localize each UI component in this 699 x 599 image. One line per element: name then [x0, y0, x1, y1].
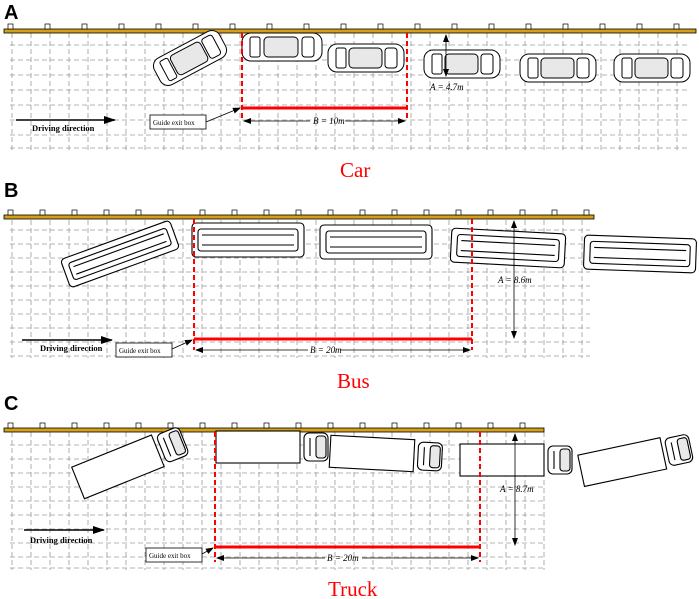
bus-vehicle [449, 227, 567, 269]
panel-c-guide-box [214, 432, 481, 562]
panel-b-dim-a: A = 8.6m [497, 220, 532, 339]
panel-c-grid-v [11, 432, 545, 570]
bus-vehicle [583, 234, 697, 274]
panel-b-letter: B [4, 180, 18, 202]
panel-c-guide-label: Guide exit box [145, 547, 214, 563]
truck-vehicle [577, 434, 694, 488]
panel-b-guide-text: Guide exit box [119, 347, 161, 355]
panel-c-dim-a: A = 8.7m [499, 433, 534, 546]
panel-c-trucks [70, 427, 694, 500]
panel-a-guide-box [241, 33, 408, 120]
panel-c-caption: Truck [328, 577, 378, 599]
panel-c-dim-a-label: A = 8.7m [499, 484, 534, 494]
panel-b-buses [60, 220, 697, 288]
panel-b-guide-box [193, 219, 473, 350]
bus-vehicle [60, 220, 180, 288]
panel-b-driving-direction: Driving direction [22, 336, 113, 353]
panel-a-dim-b: B = 10m [243, 116, 406, 126]
panel-a-guide-label: Guide exit box [149, 107, 241, 130]
panel-a-dim-a: A = 4.7m [429, 34, 464, 92]
panel-b-grid-v [11, 220, 583, 358]
panel-a-driving-direction: Driving direction [16, 116, 116, 133]
truck-vehicle [459, 443, 573, 477]
panel-c-guide-text: Guide exit box [149, 552, 191, 560]
panel-b-dim-a-label: A = 8.6m [497, 275, 532, 285]
bus-vehicle [191, 222, 305, 258]
panel-a-letter: A [4, 2, 18, 24]
panel-a-dim-a-label: A = 4.7m [429, 82, 464, 92]
panel-b-caption: Bus [337, 369, 370, 393]
car-vehicle [241, 32, 323, 62]
panel-b-driving-text: Driving direction [40, 343, 103, 353]
car-vehicle [327, 43, 405, 73]
panel-a-guide-text: Guide exit box [153, 119, 195, 127]
panel-c-dim-b-label: B = 20m [327, 553, 359, 563]
truck-vehicle [215, 430, 329, 464]
panel-a-driving-text: Driving direction [32, 123, 95, 133]
panel-a-dim-b-label: B = 10m [313, 116, 345, 126]
bus-vehicle [319, 224, 433, 260]
car-vehicle [519, 53, 597, 83]
car-vehicle [423, 49, 501, 79]
car-vehicle [152, 30, 228, 86]
panel-c: C [3, 393, 694, 599]
panel-c-dim-b: B = 20m [216, 553, 479, 563]
car-vehicle [613, 53, 691, 83]
panel-b-dim-b: B = 20m [195, 345, 471, 355]
panel-c-driving-text: Driving direction [30, 535, 93, 545]
panel-a-cars [152, 30, 691, 86]
panel-c-driving-direction: Driving direction [24, 526, 105, 545]
panel-c-letter: C [4, 393, 18, 415]
panel-b-barrier [3, 209, 595, 220]
panel-a-barrier [3, 23, 697, 34]
panel-a-caption: Car [340, 158, 370, 182]
truck-vehicle [70, 427, 189, 500]
panel-b-guide-label: Guide exit box [115, 339, 193, 358]
panel-a: A [3, 2, 697, 182]
panel-b: B [3, 180, 697, 393]
panel-b-dim-b-label: B = 20m [310, 345, 342, 355]
truck-vehicle [328, 434, 443, 473]
